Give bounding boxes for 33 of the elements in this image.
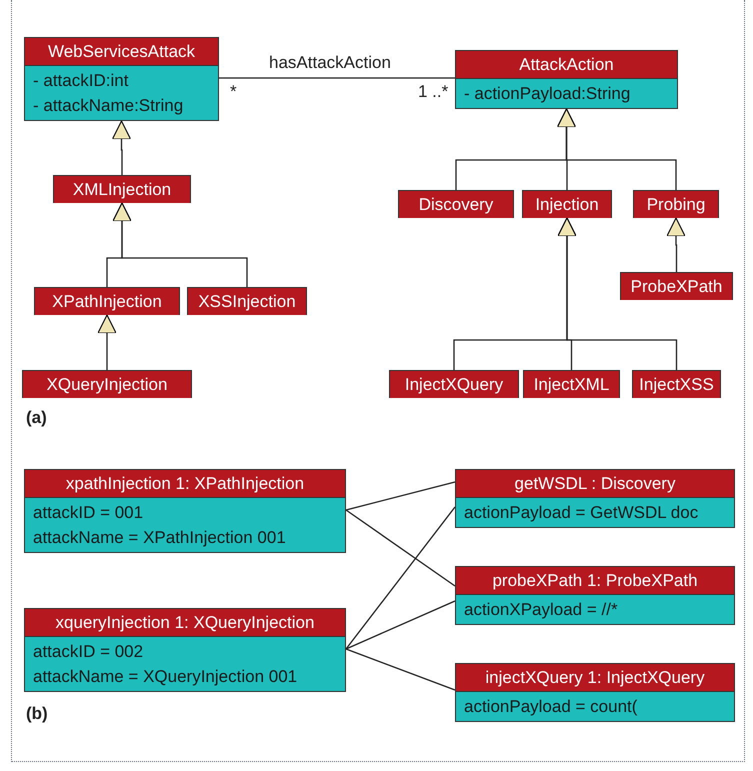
generalization-arrow (556, 108, 677, 190)
generalization-arrow (666, 217, 686, 272)
association-line (346, 481, 456, 511)
generalization-arrow (97, 314, 117, 370)
attribute-text: actionPayload = count( (464, 696, 638, 718)
attribute-text: attackName = XPathInjection 001 (33, 527, 287, 549)
association-line (345, 506, 456, 650)
generalization-arrow (557, 217, 678, 370)
association-line (346, 600, 456, 650)
attribute-text: attackID = 001 (33, 502, 144, 524)
generalization-arrow (112, 120, 132, 175)
attribute-text: actionXPayload = //* (464, 599, 619, 621)
class-box (455, 469, 735, 528)
attribute-text: attackID = 002 (33, 641, 144, 663)
panel-label: (a) (26, 408, 47, 428)
association-line (346, 648, 456, 691)
generalization-arrow (112, 202, 248, 287)
association-line (219, 77, 455, 79)
class-box (455, 50, 678, 109)
class-box (455, 663, 735, 722)
multiplicity-label: 1 ..* (418, 82, 448, 102)
multiplicity-label: * (230, 82, 237, 102)
attribute-text: - attackName:String (33, 95, 184, 117)
panel-label: (b) (26, 704, 48, 724)
class-box (455, 566, 735, 625)
class-box (24, 608, 346, 692)
attribute-text: actionPayload = GetWSDL doc (464, 502, 700, 524)
attribute-text: attackName = XQueryInjection 001 (33, 666, 298, 688)
class-box (24, 469, 346, 553)
class-box (24, 37, 219, 121)
attribute-text: - actionPayload:String (464, 83, 632, 105)
attribute-text: - attackID:int (33, 70, 130, 92)
association-line (346, 509, 456, 587)
